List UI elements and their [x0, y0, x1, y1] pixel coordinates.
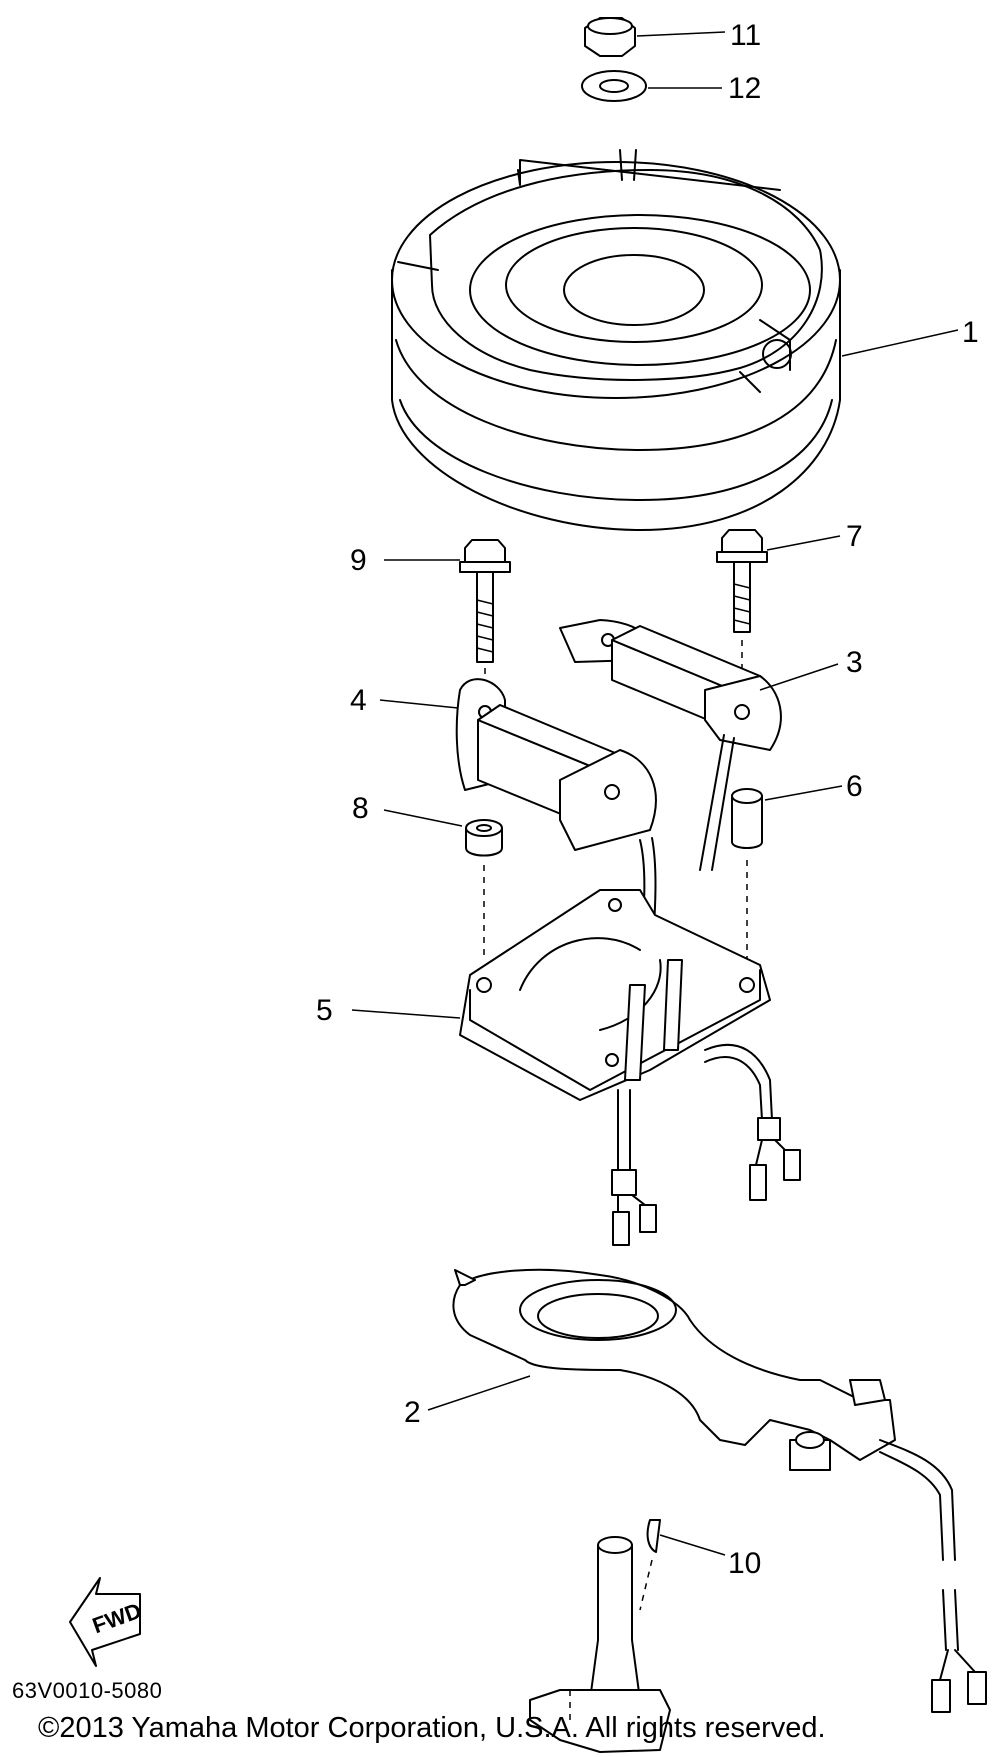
part-woodruff-key: [646, 1519, 661, 1553]
part-washer: [581, 70, 647, 102]
leader-line-8: [383, 809, 463, 827]
part-nut: [584, 17, 636, 57]
callout-8: 8: [352, 792, 369, 825]
leader-line-7: [766, 535, 841, 551]
callout-6: 6: [846, 770, 863, 803]
callout-7: 7: [846, 520, 863, 553]
callout-10: 10: [728, 1547, 761, 1580]
leader-line-4: [379, 699, 459, 709]
callout-3: 3: [846, 646, 863, 679]
part-collar-left: [465, 819, 503, 857]
leader-line-11: [636, 31, 726, 37]
diagram-code: 63V0010-5080: [12, 1678, 163, 1703]
copyright-notice: ©2013 Yamaha Motor Corporation, U.S.A. A…: [38, 1712, 826, 1744]
leader-line-5: [351, 1009, 461, 1019]
part-stator-base: [452, 1268, 896, 1471]
part-collar-right: [731, 788, 763, 849]
part-flywheel: [391, 149, 841, 531]
part-charge-coil: [559, 619, 782, 871]
callout-12: 12: [728, 72, 761, 105]
callout-5: 5: [316, 994, 333, 1027]
leader-line-3: [759, 663, 839, 691]
part-bolt-left: [459, 539, 511, 663]
leader-line-6: [764, 785, 843, 801]
callout-2: 2: [404, 1396, 421, 1429]
part-base-plate: [459, 889, 771, 1101]
callout-1: 1: [962, 316, 979, 349]
leader-line-1: [841, 329, 959, 357]
assembly-line-10: [639, 1559, 653, 1611]
leader-line-10: [659, 1534, 726, 1556]
callout-11: 11: [730, 19, 761, 52]
wire-harness-lower: [879, 1439, 987, 1713]
callout-9: 9: [350, 544, 367, 577]
wire-harness-upper: [611, 1043, 801, 1246]
part-bolt-right: [716, 529, 768, 633]
part-crankshaft-end: [529, 1536, 671, 1753]
callout-4: 4: [350, 684, 367, 717]
leader-line-2: [427, 1375, 531, 1411]
forward-arrow-icon: FWD: [69, 1577, 145, 1667]
